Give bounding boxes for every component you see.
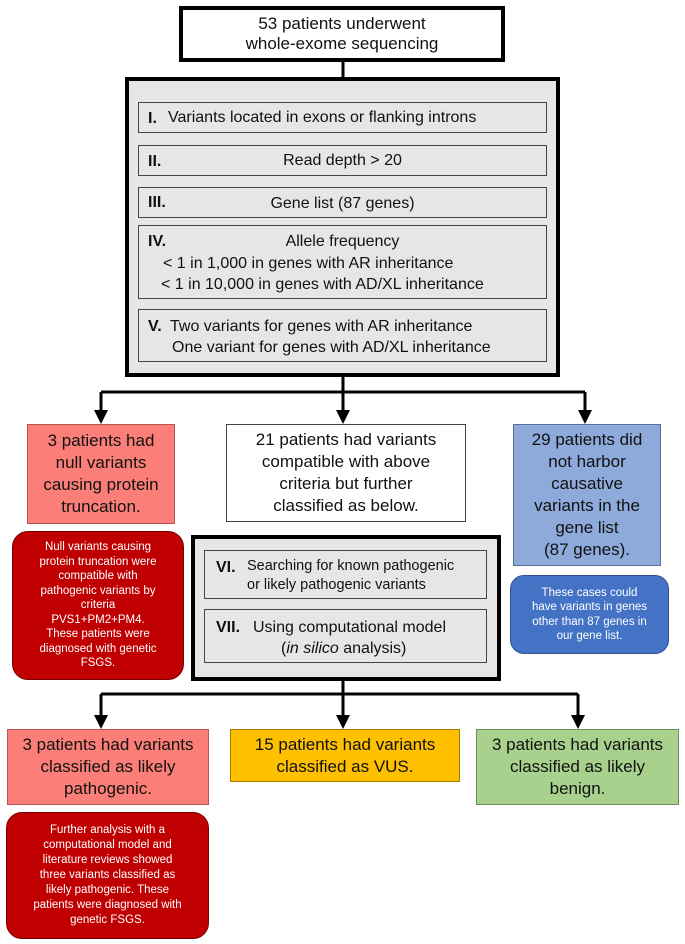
no-causative-note-line-2: have variants in genes [531,601,648,613]
filter-ii: II. Read depth > 20 [138,145,547,176]
step-vii-line-1: Using computational model [253,619,446,636]
further-classified-box: 21 patients had variants compatible with… [226,424,466,522]
arrowhead-likely-benign [571,715,585,729]
step-vii-close: analysis) [338,640,407,657]
null-note-line-1: Null variants causing [44,541,152,554]
step-vii-in-silico: in silico [286,640,339,657]
step-vi-line-2: or likely pathogenic variants [247,577,426,593]
filter-ii-number: II. [148,153,162,170]
no-causative-line-2: not harbor [548,452,626,471]
lp-note-line-6: patients were diagnosed with [33,899,182,911]
no-causative-note: These cases could have variants in genes… [510,575,669,654]
likely-pathogenic-line-2: classified as likely [40,757,176,776]
arrowhead-likely-pathogenic [94,715,108,729]
step-vii-number: VII. [216,619,241,636]
likely-pathogenic-line-1: 3 patients had variants [22,735,194,754]
step-vi-number: VI. [216,559,236,576]
filter-iv-ar-threshold: < 1 in 1,000 in genes with AR inheritanc… [163,255,454,272]
likely-benign-line-3: benign. [549,779,606,798]
filter-v-number: V. [148,318,162,335]
filter-i-number: I. [148,110,157,127]
filter-v: V. Two variants for genes with AR inheri… [138,309,547,362]
filter-i: I. Variants located in exons or flanking… [138,102,547,133]
null-note-line-4: pathogenic variants by [40,584,156,597]
vus-box: 15 patients had variants classified as V… [230,729,460,782]
filter-iii-text: Gene list (87 genes) [270,195,415,212]
filter-iv: IV. Allele frequency < 1 in 1,000 in gen… [138,225,547,299]
likely-pathogenic-box: 3 patients had variants classified as li… [7,729,209,805]
lp-note-line-3: literature reviews showed [42,854,173,866]
further-classified-line-3: criteria but further [279,474,413,493]
likely-benign-box: 3 patients had variants classified as li… [476,729,679,805]
lp-note-line-5: likely pathogenic. These [45,884,170,896]
null-note-line-7: These patients were [46,628,150,641]
likely-benign-line-2: classified as likely [509,757,646,776]
null-variants-line-2: null variants [55,453,147,472]
null-note-line-3: compatible with [58,570,138,583]
filter-iii-number: III. [148,194,166,211]
filter-ii-text: Read depth > 20 [283,152,402,169]
filter-i-text: Variants located in exons or flanking in… [168,109,477,126]
null-variants-line-4: truncation. [61,497,141,516]
lp-note-line-4: three variants classified as [39,869,176,881]
arrowhead-left [94,410,108,424]
null-note-line-9: FSGS. [80,657,116,670]
no-causative-line-5: gene list [555,518,619,537]
null-variants-box: 3 patients had null variants causing pro… [27,424,175,524]
likely-pathogenic-note: Further analysis with a computational mo… [6,812,209,939]
filter-iii: III. Gene list (87 genes) [138,187,547,218]
no-causative-variants-box: 29 patients did not harbor causative var… [513,424,661,566]
vus-line-1: 15 patients had variants [254,734,436,754]
filter-iv-number: IV. [148,233,167,250]
null-note-line-6: PVS1+PM2+PM4. [51,613,145,626]
null-note-line-2: protein truncation were [39,555,157,568]
null-variants-line-3: causing protein [43,475,159,494]
likely-benign-line-1: 3 patients had variants [491,735,664,754]
lp-note-line-1: Further analysis with a [49,824,166,836]
no-causative-line-1: 29 patients did [531,430,643,449]
filter-iv-adxl-threshold: < 1 in 10,000 in genes with AD/XL inheri… [161,276,484,293]
filter-v-line-1: Two variants for genes with AR inheritan… [170,318,473,335]
wes-line-2: whole-exome sequencing [245,34,439,53]
further-classified-line-1: 21 patients had variants [255,430,437,449]
null-variants-line-1: 3 patients had [47,431,155,450]
lp-note-line-2: computational model and [43,839,172,851]
step-vi: VI. Searching for known pathogenic or li… [204,550,487,599]
step-vii-line-2: (in silico analysis) [281,638,406,659]
further-classified-line-4: classified as below. [273,496,419,515]
arrowhead-vus [336,715,350,729]
no-causative-line-6: (87 genes). [544,540,630,559]
further-classified-line-2: compatible with above [261,452,431,471]
arrowhead-middle [336,410,350,424]
no-causative-line-3: causative [551,474,623,493]
filter-iv-title: Allele frequency [285,233,400,250]
null-note-line-8: diagnosed with genetic [39,642,157,655]
no-causative-note-line-4: our gene list. [556,630,623,642]
wes-patients-box: 53 patients underwent whole-exome sequen… [179,6,505,62]
null-note-line-5: criteria [80,599,116,612]
lp-note-line-7: genetic FSGS. [70,914,145,926]
no-causative-note-line-3: other than 87 genes in [532,615,647,628]
vus-line-2: classified as VUS. [276,756,414,776]
arrowhead-right [578,410,592,424]
likely-pathogenic-line-3: pathogenic. [64,779,152,798]
no-causative-note-line-1: These cases could [541,586,638,599]
step-vii: VII. Using computational model (in silic… [204,609,487,663]
step-vi-line-1: Searching for known pathogenic [247,558,455,574]
step-vii-open-paren: ( [281,640,287,657]
no-causative-line-4: variants in the [534,496,640,515]
filter-v-line-2: One variant for genes with AD/XL inherit… [172,339,491,356]
wes-line-1: 53 patients underwent [258,14,426,33]
null-variants-note: Null variants causing protein truncation… [12,531,184,680]
